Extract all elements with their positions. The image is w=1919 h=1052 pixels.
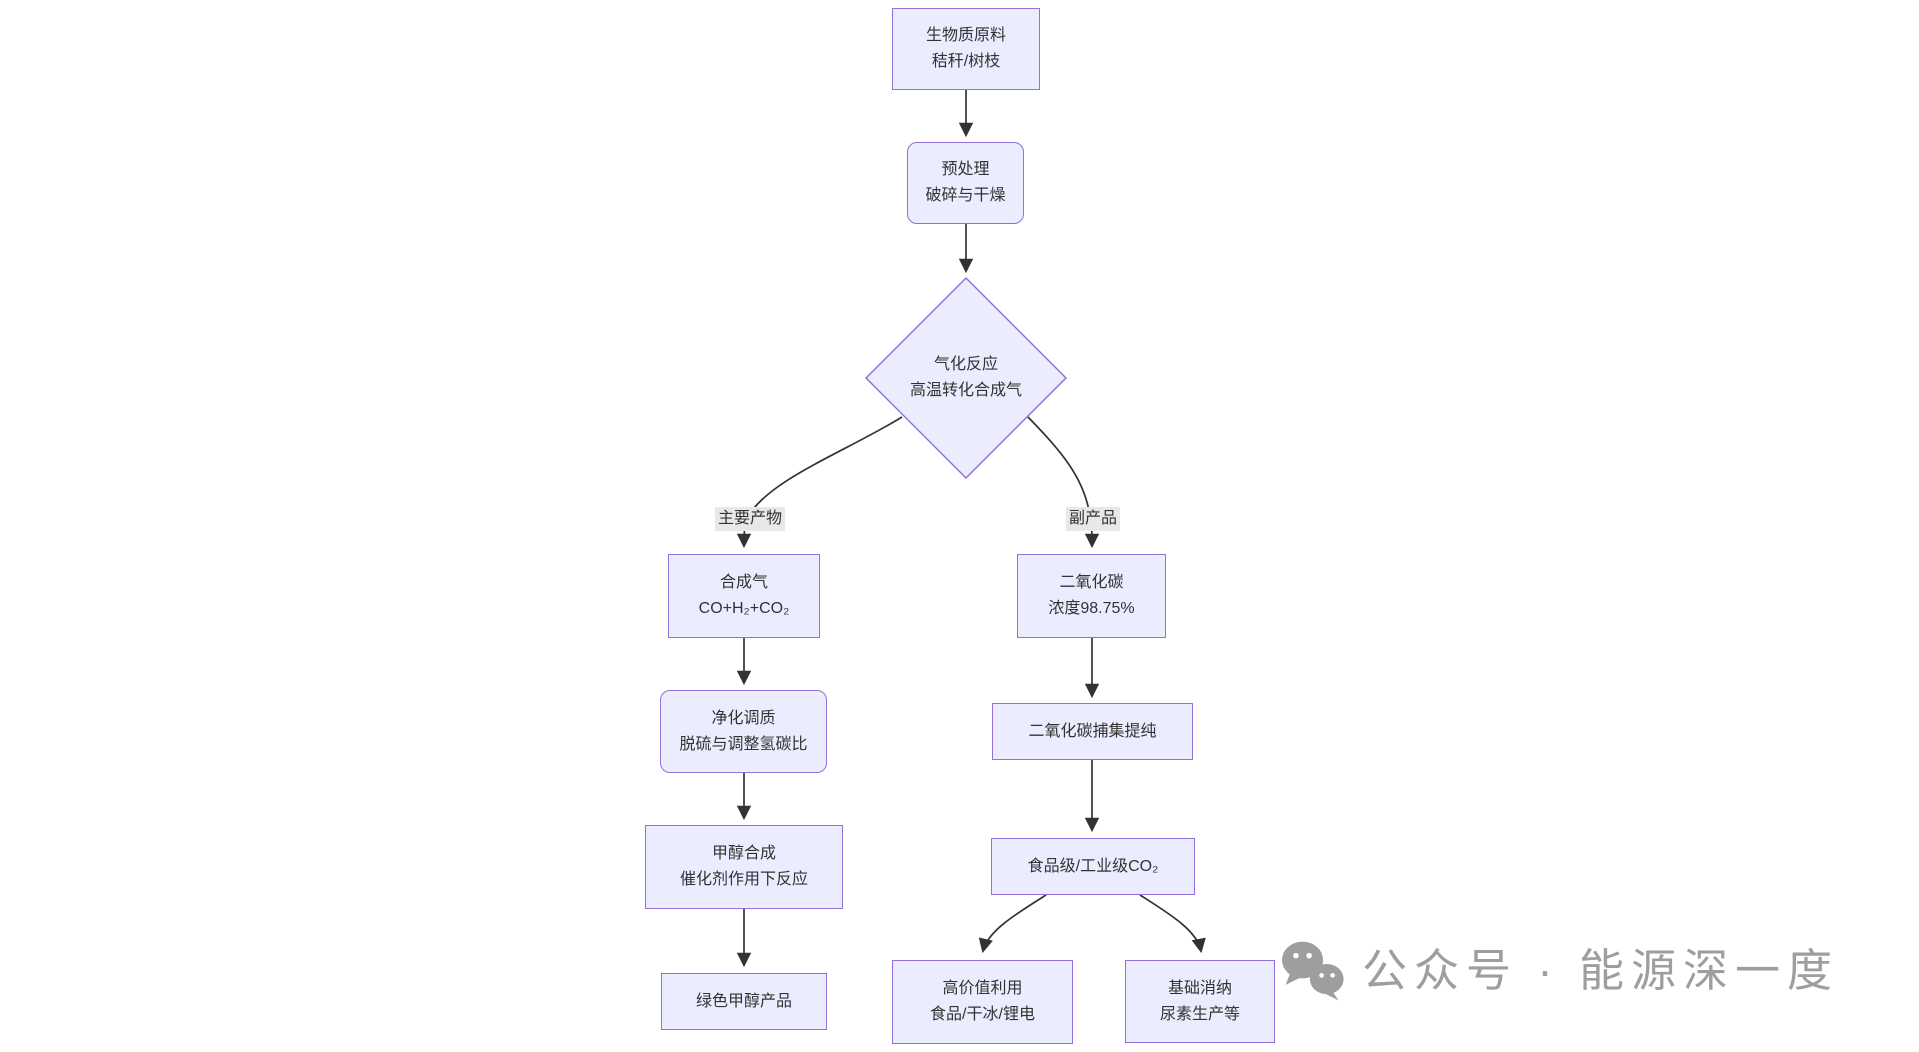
node-syngas-line2: CO+H₂+CO₂ (698, 600, 790, 617)
wechat-icon (1282, 941, 1344, 1001)
node-syngas: 合成气 CO+H₂+CO₂ (668, 554, 820, 638)
node-green-methanol: 绿色甲醇产品 (661, 973, 827, 1030)
node-high-value-use-line2: 食品/干冰/锂电 (930, 1006, 1035, 1023)
node-co2-capture-line1: 二氧化碳捕集提纯 (1028, 722, 1157, 740)
edge-label-byproduct: 副产品 (1065, 507, 1121, 531)
node-purification-line2: 脱硫与调整氢碳比 (679, 735, 808, 753)
node-co2-grades-line1: 食品级/工业级CO₂ (1027, 857, 1159, 875)
node-purification-line1: 净化调质 (711, 709, 776, 727)
edge-label-main-product: 主要产物 (714, 507, 786, 531)
node-green-methanol-line1: 绿色甲醇产品 (695, 992, 792, 1010)
node-methanol-synthesis-line2: 催化剂作用下反应 (679, 871, 808, 888)
node-purification: 净化调质 脱硫与调整氢碳比 (660, 690, 827, 773)
node-pretreatment: 预处理 破碎与干燥 (907, 142, 1024, 224)
edge-grades-basicuse (1139, 894, 1206, 954)
node-basic-use-line2: 尿素生产等 (1159, 1005, 1240, 1023)
node-basic-use: 基础消纳 尿素生产等 (1125, 960, 1275, 1043)
edge-grades-highvalue (978, 894, 1047, 954)
node-co2-grades: 食品级/工业级CO₂ (991, 838, 1195, 895)
node-carbon-dioxide-line1: 二氧化碳 (1059, 574, 1124, 591)
node-co2-capture: 二氧化碳捕集提纯 (992, 703, 1193, 760)
node-biomass-line2: 秸秆/树枝 (931, 53, 1001, 70)
node-high-value-use: 高价值利用 食品/干冰/锂电 (892, 960, 1073, 1044)
node-pretreatment-line2: 破碎与干燥 (925, 187, 1006, 204)
node-biomass-line1: 生物质原料 (925, 27, 1006, 44)
gasification-diamond-shape (864, 276, 1068, 480)
node-carbon-dioxide-line2: 浓度98.75% (1048, 600, 1135, 617)
node-gasification-line2: 高温转化合成气 (909, 382, 1022, 399)
node-syngas-line1: 合成气 (719, 574, 768, 591)
node-basic-use-line1: 基础消纳 (1167, 979, 1232, 997)
node-biomass: 生物质原料 秸秆/树枝 (892, 8, 1040, 90)
node-methanol-synthesis: 甲醇合成 催化剂作用下反应 (645, 825, 843, 909)
edge-gasification-syngas (736, 416, 903, 549)
watermark-text: 公众号 · 能源深一度 (1362, 945, 1839, 996)
watermark: 公众号 · 能源深一度 (1278, 938, 1839, 1004)
node-high-value-use-line1: 高价值利用 (942, 980, 1023, 997)
node-methanol-synthesis-line1: 甲醇合成 (711, 845, 776, 862)
node-gasification: 气化反应 高温转化合成气 (866, 352, 1066, 404)
node-pretreatment-line1: 预处理 (941, 161, 990, 178)
node-gasification-line1: 气化反应 (933, 356, 998, 373)
node-carbon-dioxide: 二氧化碳 浓度98.75% (1017, 554, 1166, 638)
